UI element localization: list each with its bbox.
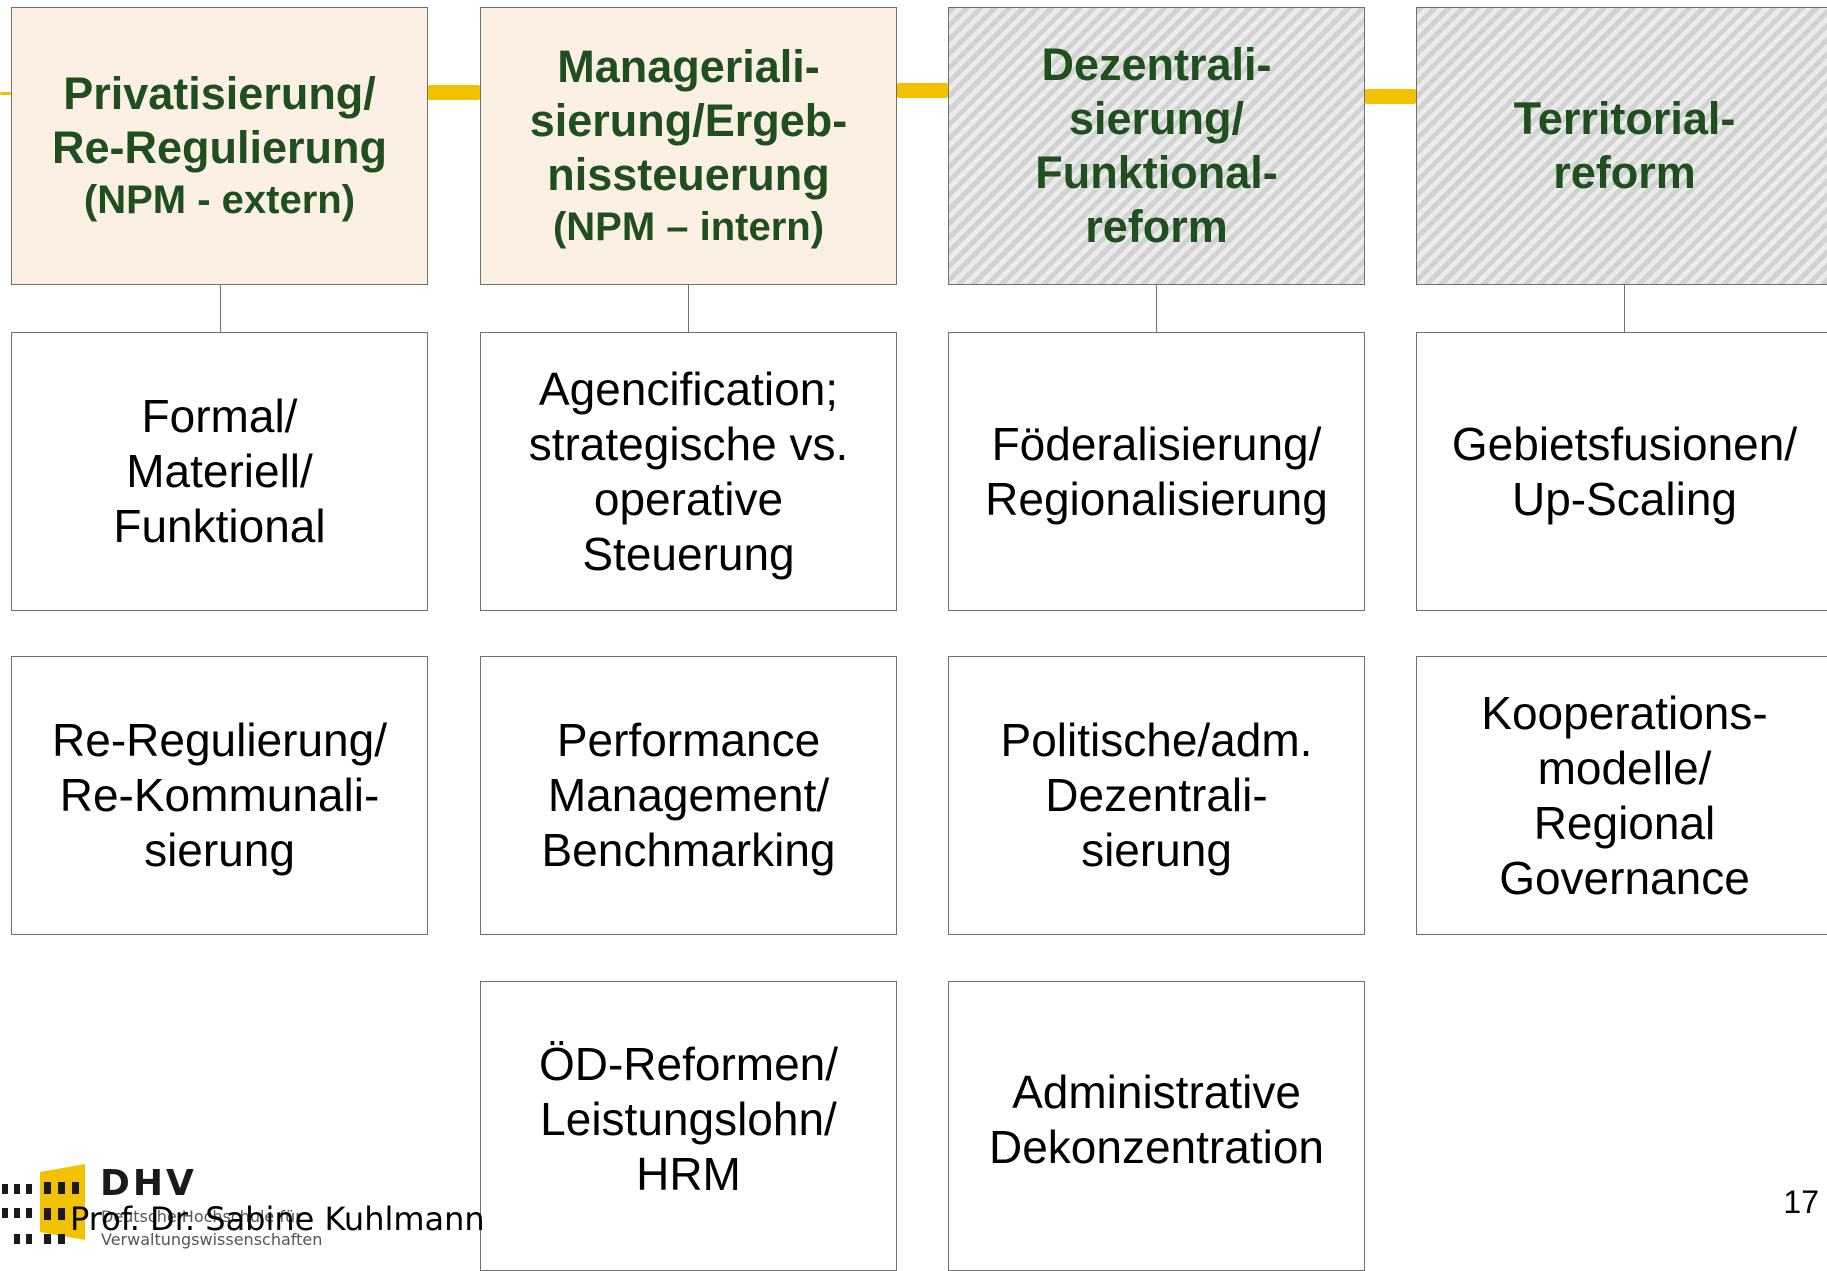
header-territorialreform: Territorial- reform (1416, 7, 1827, 285)
cell-gebietsfusionen: Gebietsfusionen/ Up-Scaling (1416, 332, 1827, 611)
cell-line: Leistungslohn/ (540, 1093, 837, 1145)
cell-line: Föderalisierung/ (991, 417, 1322, 470)
header-privatisierung: Privatisierung/ Re-Regulierung (NPM - ex… (11, 7, 428, 285)
cell-administrative-dekonzentration: Administrative Dekonzentration (948, 981, 1365, 1271)
logo-square (26, 1234, 32, 1244)
cell-line: sierung (1081, 824, 1232, 876)
cell-line: Gebietsfusionen/ (1451, 417, 1798, 470)
logo-text: DHV (100, 1163, 197, 1204)
logo-square (2, 1184, 8, 1194)
logo-square (14, 1184, 20, 1194)
connector-bar-1-2 (428, 85, 480, 100)
page-number: 17 (1783, 1184, 1819, 1220)
header-line: sierung/Ergeb- (529, 95, 848, 146)
cell-line: Regionalisierung (985, 472, 1328, 525)
cell-line: Formal/ (141, 390, 298, 442)
cell-line: Administrative (1012, 1066, 1301, 1118)
cell-foederalisierung: Föderalisierung/ Regionalisierung (948, 332, 1365, 611)
connector-bar-2-3 (897, 83, 948, 98)
header-line: sierung/ (1068, 93, 1245, 144)
header-line: Territorial- (1513, 93, 1736, 144)
cell-line: Dekonzentration (989, 1121, 1324, 1173)
cell-line: Regional (1533, 796, 1716, 849)
cell-line: Funktional (113, 500, 326, 552)
cell-politische-dezentralisierung: Politische/adm. Dezentrali- sierung (948, 656, 1365, 935)
cell-line: strategische vs. (528, 417, 849, 470)
cell-line: Benchmarking (541, 824, 836, 876)
header-line: Re-Regulierung (51, 122, 388, 173)
connector-line (1156, 285, 1157, 332)
logo-square (72, 1182, 79, 1194)
connector-line (688, 285, 689, 332)
logo-square (14, 1208, 20, 1218)
header-line: Dezentrali- (1041, 39, 1272, 90)
logo-subtitle: Verwaltungswissenschaften (101, 1230, 323, 1249)
header-dezentralisierung: Dezentrali- sierung/ Funktional- reform (948, 7, 1365, 285)
cell-line: Up-Scaling (1512, 472, 1737, 525)
logo-square (58, 1182, 65, 1194)
cell-line: sierung (144, 824, 295, 876)
cell-line: Politische/adm. (1000, 714, 1313, 766)
cell-performance-management: Performance Management/ Benchmarking (480, 656, 897, 935)
cell-line: Governance (1499, 851, 1750, 904)
header-line: reform (1085, 201, 1228, 252)
cell-line: Re-Kommunali- (59, 769, 380, 821)
cell-line: Agencification; (538, 362, 839, 415)
cell-formal: Formal/ Materiell/ Funktional (11, 332, 428, 611)
cell-line: HRM (636, 1148, 741, 1200)
cell-line: Steuerung (582, 527, 795, 580)
logo-square (44, 1182, 51, 1194)
cell-line: Materiell/ (126, 445, 313, 497)
cell-line: ÖD-Reformen/ (538, 1038, 839, 1090)
cell-oed-reformen: ÖD-Reformen/ Leistungslohn/ HRM (480, 981, 897, 1271)
header-line: Funktional- (1035, 147, 1278, 198)
cell-agencification: Agencification; strategische vs. operati… (480, 332, 897, 611)
cell-line: modelle/ (1537, 741, 1712, 794)
header-sub: (NPM – intern) (552, 205, 825, 249)
cell-line: operative (593, 472, 784, 525)
connector-bar-3-4 (1365, 89, 1416, 104)
cell-line: Kooperations- (1481, 686, 1768, 739)
logo-square (58, 1234, 65, 1244)
logo-square (58, 1208, 65, 1220)
header-managerialisierung: Manageriali- sierung/Ergeb- nissteuerung… (480, 7, 897, 285)
logo-subtitle: Deutsche Hochschule für (101, 1207, 302, 1226)
logo-square (44, 1234, 51, 1244)
connector-bar-left (0, 92, 11, 95)
connector-line (1624, 285, 1625, 332)
header-line: nissteuerung (547, 149, 830, 200)
cell-kooperationsmodelle: Kooperations- modelle/ Regional Governan… (1416, 656, 1827, 935)
header-line: Privatisierung/ (63, 68, 376, 119)
header-line: Manageriali- (557, 41, 820, 92)
header-line: reform (1553, 147, 1696, 198)
connector-line (220, 285, 221, 332)
cell-line: Performance (556, 714, 821, 766)
author-name: Prof. Dr. Sabine Kuhlmann (70, 1200, 485, 1238)
logo-square (26, 1208, 32, 1218)
logo-square (14, 1234, 20, 1244)
cell-line: Dezentrali- (1045, 769, 1268, 821)
logo-square (2, 1208, 8, 1218)
dhv-logo-icon (2, 1164, 85, 1244)
cell-line: Re-Regulierung/ (52, 714, 387, 766)
logo-square (44, 1208, 51, 1220)
cell-line: Management/ (547, 769, 830, 821)
logo-square (26, 1184, 32, 1194)
cell-re-regulierung: Re-Regulierung/ Re-Kommunali- sierung (11, 656, 428, 935)
header-sub: (NPM - extern) (83, 178, 356, 222)
